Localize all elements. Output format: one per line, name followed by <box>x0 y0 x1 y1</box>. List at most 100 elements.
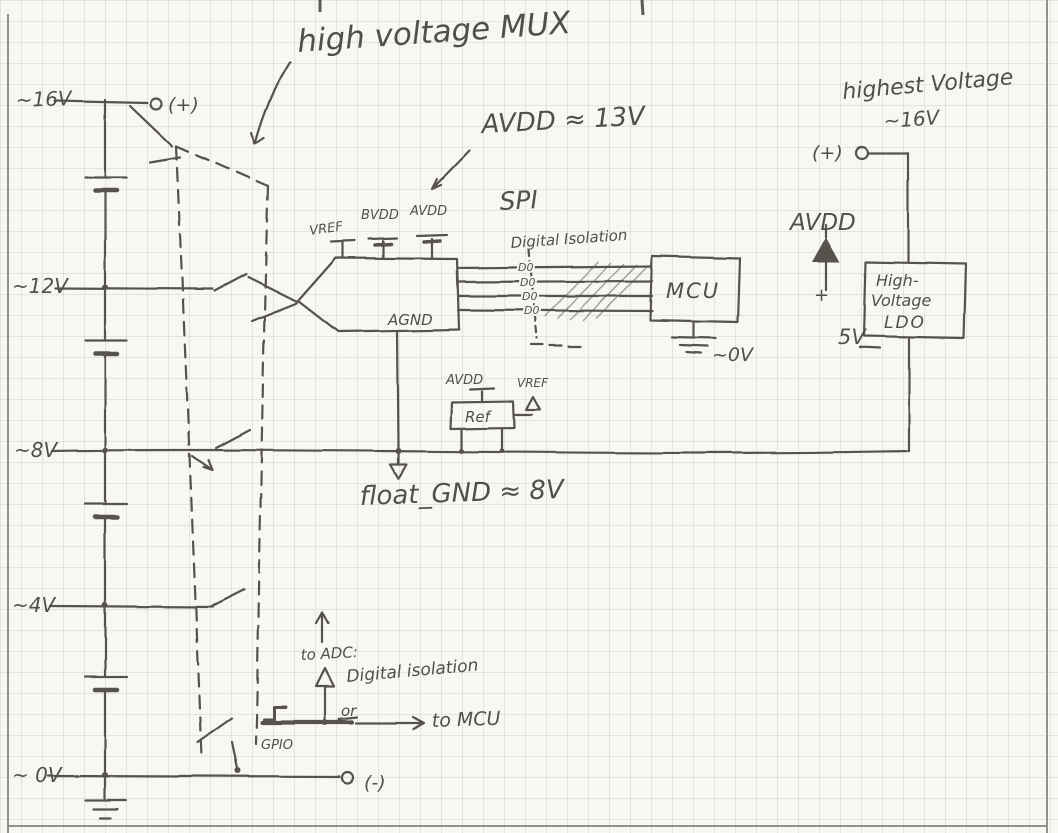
junction-dot <box>395 448 401 454</box>
label-4v: ~4V <box>12 593 56 617</box>
avdd-callout-arrow <box>430 148 472 191</box>
battery-short-plates <box>92 187 120 693</box>
highest-voltage-value: ~16V <box>883 105 942 133</box>
ref-avdd-label: AVDD <box>445 373 483 388</box>
ref-body <box>449 399 516 431</box>
junction-dot <box>235 768 241 774</box>
isolation-barrier-dashed <box>527 248 539 340</box>
spi-line-label: D0 <box>518 261 533 274</box>
label-8v: ~8V <box>14 438 58 462</box>
supply-rail-bars <box>329 233 449 244</box>
ldo-plus-label: + <box>814 285 829 306</box>
positive-terminal-label: (+) <box>168 94 199 116</box>
ldo-name-line3: LDO <box>884 313 926 333</box>
spi-line-label: D0 <box>520 276 535 289</box>
switch-blade-4v <box>210 588 246 608</box>
ref-avdd-pin <box>468 386 496 403</box>
isolation-scribble <box>544 261 649 321</box>
mcu-body <box>648 254 742 324</box>
mcu-block <box>648 254 742 355</box>
tap-4v-wire <box>48 604 214 609</box>
switch-blade-12v <box>212 272 248 293</box>
agnd-wire-and-arrow <box>388 330 408 480</box>
tap-12v-wire <box>54 286 214 291</box>
tap-16v-wire <box>53 99 149 105</box>
agnd-label: AGND <box>387 311 433 329</box>
junction-dot <box>322 719 328 725</box>
switch-blade-8v <box>214 428 252 450</box>
page-borders <box>7 0 1048 833</box>
battery-stack <box>83 98 129 820</box>
avdd-arrow-symbol <box>812 237 840 262</box>
pin-label-avdd: AVDD <box>409 204 447 219</box>
switch-arrow-8v <box>190 454 214 472</box>
spi-line-label: D0 <box>524 304 539 317</box>
mux-title: high voltage MUX <box>296 5 572 60</box>
mcu-gnd-label: ~0V <box>712 344 755 366</box>
mux-outline-left <box>174 144 204 758</box>
ldo-input-wire <box>865 151 910 264</box>
supply-rail-caps <box>373 239 442 247</box>
spi-label: SPI <box>499 185 539 216</box>
ldo-avdd-label: AVDD <box>788 210 856 236</box>
adc-body <box>296 256 461 334</box>
negative-terminal-circle <box>341 771 355 785</box>
handwritten-text: ~16V ~12V ~8V ~4V ~ 0V (+) (-) high volt… <box>12 5 1014 794</box>
mux-output-funnel <box>246 275 299 323</box>
spi-data-lines <box>456 264 654 313</box>
float-gnd-note: float_GND ≈ 8V <box>359 475 566 512</box>
mux-top-feed <box>128 104 174 148</box>
positive-terminal-circle <box>149 97 163 111</box>
ref-block <box>449 386 542 454</box>
ref-label: Ref <box>465 408 493 426</box>
digital-isolation-label: Digital Isolation <box>510 226 628 252</box>
or-label: or <box>341 702 357 720</box>
highest-voltage-note: highest Voltage <box>841 65 1014 105</box>
to-mcu-label: to MCU <box>431 708 500 732</box>
switch-blade-0v <box>196 716 240 773</box>
mcu-ground-symbol <box>670 320 718 355</box>
ldo-output-label: 5V <box>838 325 867 349</box>
avdd-note: AVDD ≈ 13V <box>479 101 648 140</box>
line-art <box>46 60 968 820</box>
gpio-label: GPIO <box>261 738 293 753</box>
spi-line-label: D0 <box>522 290 537 303</box>
mux-callout-arrow <box>249 60 292 146</box>
to-adc-label: to ADC: <box>300 643 358 664</box>
mux-outline-right <box>254 184 270 746</box>
label-12v: ~12V <box>12 274 69 298</box>
mcu-label: MCU <box>666 279 720 303</box>
switch-contact-16v <box>148 155 182 164</box>
ldo-name-line2: Voltage <box>871 291 931 310</box>
adc-supply-pins <box>341 237 434 260</box>
isolation-buffer-triangle <box>314 666 336 688</box>
gpio-section <box>259 610 426 731</box>
page-fold-ticks <box>318 0 645 16</box>
pin-label-bvdd: BVDD <box>361 208 399 223</box>
label-0v: ~ 0V <box>12 763 63 787</box>
digital-isolation-bottom-label: Digital isolation <box>346 656 479 687</box>
float-gnd-rail <box>50 448 910 455</box>
adc-block <box>296 148 472 334</box>
5v-underline <box>858 345 882 350</box>
ldo-input-terminal-circle <box>853 145 869 161</box>
pin-label-vref: VREF <box>308 219 344 239</box>
ref-vref-output <box>512 395 542 417</box>
hv-mux-region <box>148 60 299 774</box>
step-edge-symbol <box>262 705 288 721</box>
ldo-body <box>862 260 968 340</box>
to-mcu-arrow <box>354 715 426 731</box>
junction-dot <box>459 448 465 454</box>
tap-0v-wire <box>46 774 342 779</box>
ref-vref-label: VREF <box>517 376 549 390</box>
tap-wires <box>46 97 910 785</box>
isolation-dashes <box>529 342 583 348</box>
battery-long-plates <box>83 175 129 679</box>
ldo-terminal-label: (+) <box>812 142 843 164</box>
mux-outline-top <box>174 144 270 188</box>
ground-symbol <box>84 798 128 820</box>
negative-terminal-label: (-) <box>364 772 386 794</box>
ldo-name-line1: High- <box>876 271 919 290</box>
